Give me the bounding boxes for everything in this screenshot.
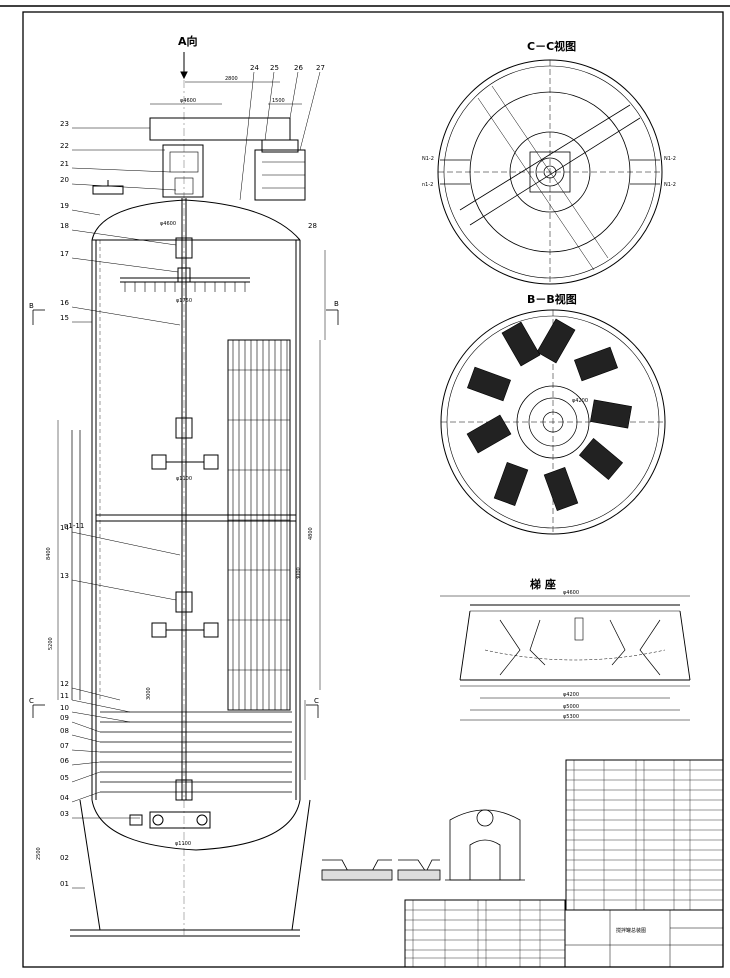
section-b-right: B: [334, 300, 339, 308]
bb-view: [440, 309, 666, 535]
support-dim-4800: φ4600: [563, 590, 579, 596]
parts-list-upper: [565, 759, 724, 911]
weld-detail-views: [321, 809, 525, 881]
callout-20: 20: [60, 176, 69, 184]
cc-label-n1-2-left: N1-2: [422, 156, 434, 162]
callout-27: 27: [316, 64, 325, 72]
callout-14: 14: [60, 524, 69, 532]
callout-18: 18: [60, 222, 69, 230]
callout-07: 07: [60, 742, 69, 750]
dim-4600-head: φ4600: [160, 221, 176, 227]
callout-08: 08: [60, 727, 69, 735]
callout-n1-11: n1-11: [64, 522, 84, 530]
dim-1100-bottom: φ1100: [175, 841, 191, 847]
callout-13: 13: [60, 572, 69, 580]
cc-label-m1-2-left: n1-2: [422, 182, 433, 188]
bb-view-title: B－B视图: [527, 292, 577, 306]
support-dim-4200: φ4200: [563, 692, 579, 698]
section-c-left: C: [29, 697, 34, 705]
dim-4600-top: φ4600: [180, 98, 196, 104]
callout-01: 01: [60, 880, 69, 888]
support-view: [440, 595, 691, 721]
dim-3000b: 3000: [296, 567, 302, 580]
dim-1750: φ1750: [176, 298, 192, 304]
cc-view-title: C－C视图: [527, 39, 576, 53]
callout-06: 06: [60, 757, 69, 765]
callout-11: 11: [60, 692, 69, 700]
dim-8400: 8400: [46, 547, 52, 560]
dim-4800: 4800: [308, 527, 314, 540]
callout-19: 19: [60, 202, 69, 210]
dim-1500-top: 1500: [272, 98, 285, 104]
callout-23: 23: [60, 120, 69, 128]
callout-09: 09: [60, 714, 69, 722]
callout-28: 28: [308, 222, 317, 230]
a-view-label: A向: [178, 34, 198, 48]
section-markers: [32, 309, 339, 718]
dim-2500: 2500: [36, 847, 42, 860]
title-block-name: 搅拌罐总装图: [616, 927, 646, 934]
dim-1100-mid: φ1100: [176, 476, 192, 482]
callout-24: 24: [250, 64, 259, 72]
callout-25: 25: [270, 64, 279, 72]
callout-02: 02: [60, 854, 69, 862]
drawing-border: [22, 11, 724, 968]
dim-5200: 5200: [48, 637, 54, 650]
callout-15: 15: [60, 314, 69, 322]
callout-leaders: [71, 71, 321, 889]
callout-26: 26: [294, 64, 303, 72]
callout-22: 22: [60, 142, 69, 150]
dim-3000: 3000: [146, 687, 152, 700]
parts-list-lower: [404, 899, 566, 968]
vessel-elevation: [57, 52, 326, 937]
section-c-right: C: [314, 697, 319, 705]
cc-label-n1-2-right: N1-2: [664, 156, 676, 162]
callout-04: 04: [60, 794, 69, 802]
cc-view: [437, 59, 663, 285]
title-block: [564, 909, 724, 968]
support-view-title: 梯 座: [530, 577, 556, 591]
callout-03: 03: [60, 810, 69, 818]
callout-10: 10: [60, 704, 69, 712]
section-b-left: B: [29, 302, 34, 310]
callout-05: 05: [60, 774, 69, 782]
callout-16: 16: [60, 299, 69, 307]
support-dim-5300: φ5300: [563, 714, 579, 720]
bb-dim-4200: φ4200: [572, 398, 588, 404]
dim-2800: 2800: [225, 76, 238, 82]
callout-17: 17: [60, 250, 69, 258]
support-dim-5000: φ5000: [563, 704, 579, 710]
callout-21: 21: [60, 160, 69, 168]
callout-12: 12: [60, 680, 69, 688]
cc-label-n1-2-right2: N1-2: [664, 182, 676, 188]
